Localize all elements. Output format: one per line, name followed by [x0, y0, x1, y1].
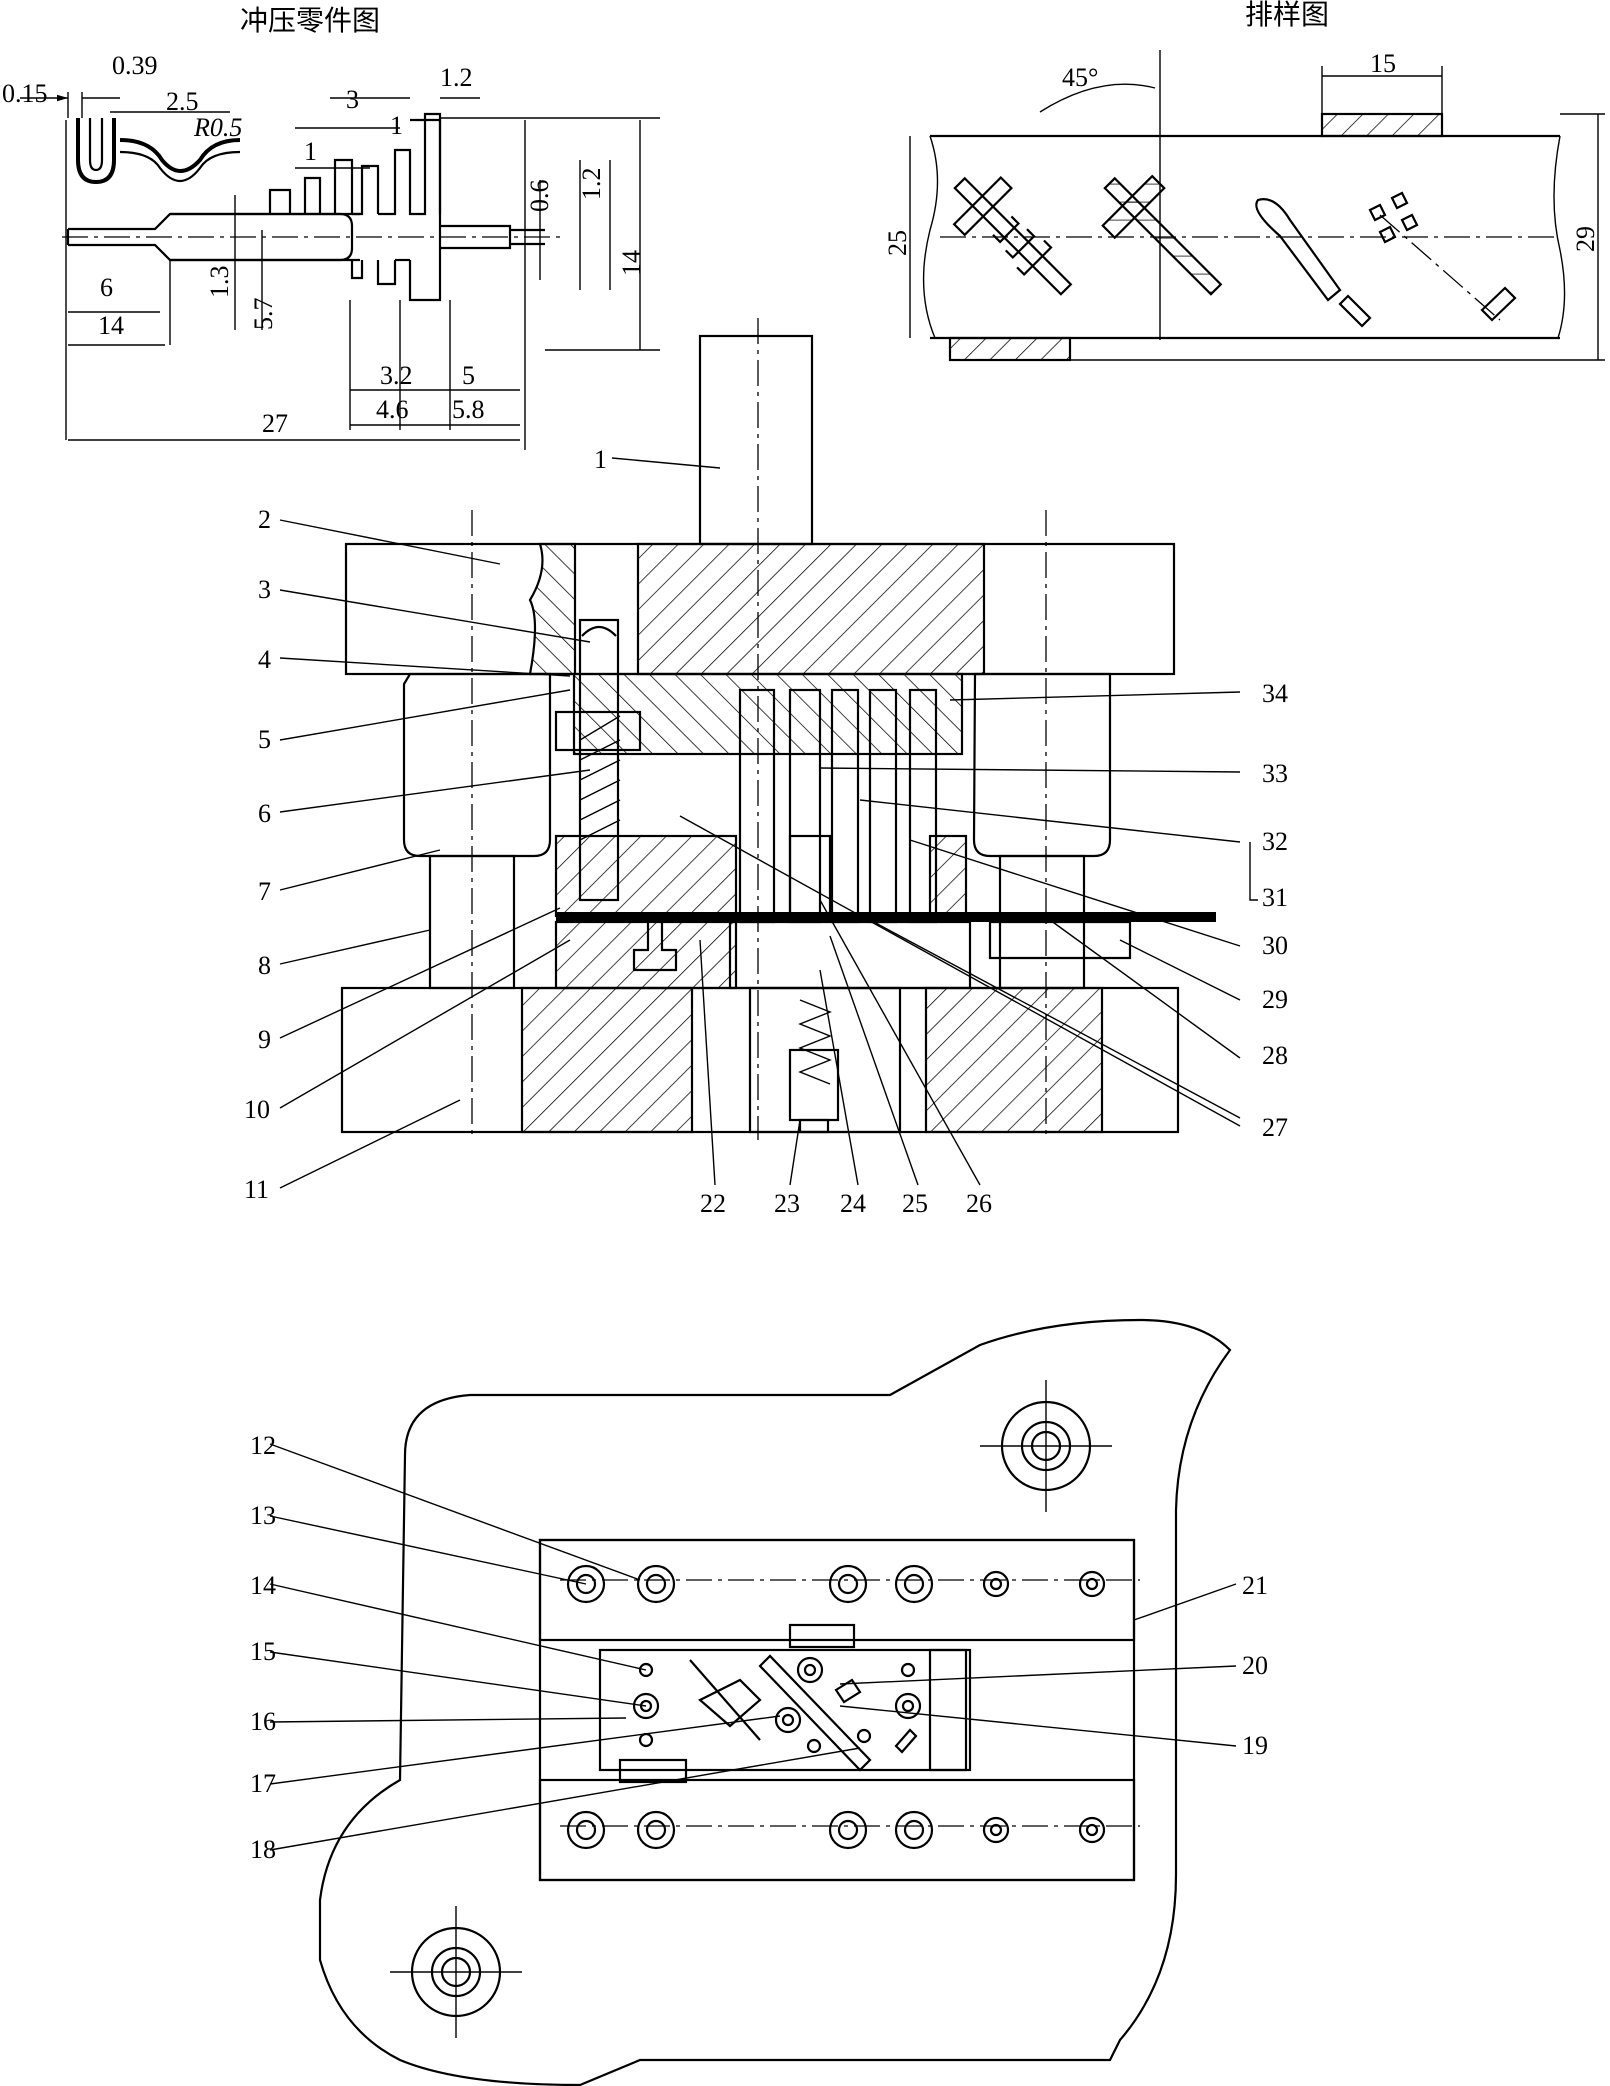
- callout-4: 4: [258, 645, 271, 674]
- callout-27: 27: [1262, 1113, 1288, 1142]
- callout-10: 10: [244, 1095, 270, 1124]
- dim-label: 0.15: [2, 79, 48, 108]
- dim-label: R0.5: [193, 113, 242, 142]
- dim-label: 5.7: [249, 298, 278, 331]
- callout-8: 8: [258, 951, 271, 980]
- dim-label: 25: [883, 230, 912, 256]
- die-plan-view: [318, 1318, 1232, 2086]
- dim-label: 15: [1370, 49, 1396, 78]
- dim-label: 1.2: [577, 168, 606, 201]
- callout-29: 29: [1262, 985, 1288, 1014]
- callout-22: 22: [700, 1189, 726, 1218]
- callout-2: 2: [258, 505, 271, 534]
- dim-label: 1.2: [440, 63, 473, 92]
- callout-23: 23: [774, 1189, 800, 1218]
- dim-label: 27: [262, 409, 288, 438]
- dim-label: 1: [304, 137, 317, 166]
- callout-16: 16: [250, 1707, 276, 1736]
- callout-26: 26: [966, 1189, 992, 1218]
- dim-label: 3: [346, 85, 359, 114]
- dim-label: 14: [617, 250, 646, 276]
- dim-label: 1.3: [205, 266, 234, 299]
- dim-label: 2.5: [166, 87, 199, 116]
- callout-13: 13: [250, 1501, 276, 1530]
- strip-layout-drawing: 45° 15 25 29: [883, 49, 1605, 362]
- callout-12: 12: [250, 1431, 276, 1460]
- callout-15: 15: [250, 1637, 276, 1666]
- dim-label: 45°: [1062, 63, 1098, 92]
- callout-32: 32: [1262, 827, 1288, 856]
- part-drawing-title: 冲压零件图: [240, 4, 380, 37]
- dim-label: 14: [98, 311, 124, 340]
- dim-label: 6: [100, 273, 113, 302]
- callout-leaders: [269, 457, 1241, 1851]
- callout-31: 31: [1262, 883, 1288, 912]
- callout-5: 5: [258, 725, 271, 754]
- die-section-view: [340, 318, 1216, 1140]
- dim-label: 29: [1571, 226, 1600, 252]
- callout-20: 20: [1242, 1651, 1268, 1680]
- dim-label: 0.6: [525, 180, 554, 213]
- dim-label: 4.6: [376, 395, 409, 424]
- callout-34: 34: [1262, 679, 1288, 708]
- callout-numbers: 1 2 3 4 5 6 7 8 9 10 11 12 13 14 15 16 1…: [244, 445, 1288, 1864]
- stamped-part-drawing: 0.15 0.39 2.5 R0.5 3 1.2 1 1 0.6 1.2 1.3…: [2, 51, 660, 450]
- callout-25: 25: [902, 1189, 928, 1218]
- dim-label: 3.2: [380, 361, 413, 390]
- callout-30: 30: [1262, 931, 1288, 960]
- callout-6: 6: [258, 799, 271, 828]
- callout-11: 11: [244, 1175, 269, 1204]
- callout-24: 24: [840, 1189, 866, 1218]
- dim-label: 1: [390, 111, 403, 140]
- layout-drawing-title: 排样图: [1245, 0, 1329, 31]
- dim-label: 5: [462, 361, 475, 390]
- callout-9: 9: [258, 1025, 271, 1054]
- callout-19: 19: [1242, 1731, 1268, 1760]
- callout-17: 17: [250, 1769, 276, 1798]
- dim-label: 0.39: [112, 51, 158, 80]
- callout-18: 18: [250, 1835, 276, 1864]
- callout-1: 1: [594, 445, 607, 474]
- callout-3: 3: [258, 575, 271, 604]
- callout-14: 14: [250, 1571, 276, 1600]
- callout-28: 28: [1262, 1041, 1288, 1070]
- dim-label: 5.8: [452, 395, 485, 424]
- callout-7: 7: [258, 877, 271, 906]
- callout-21: 21: [1242, 1571, 1268, 1600]
- callout-33: 33: [1262, 759, 1288, 788]
